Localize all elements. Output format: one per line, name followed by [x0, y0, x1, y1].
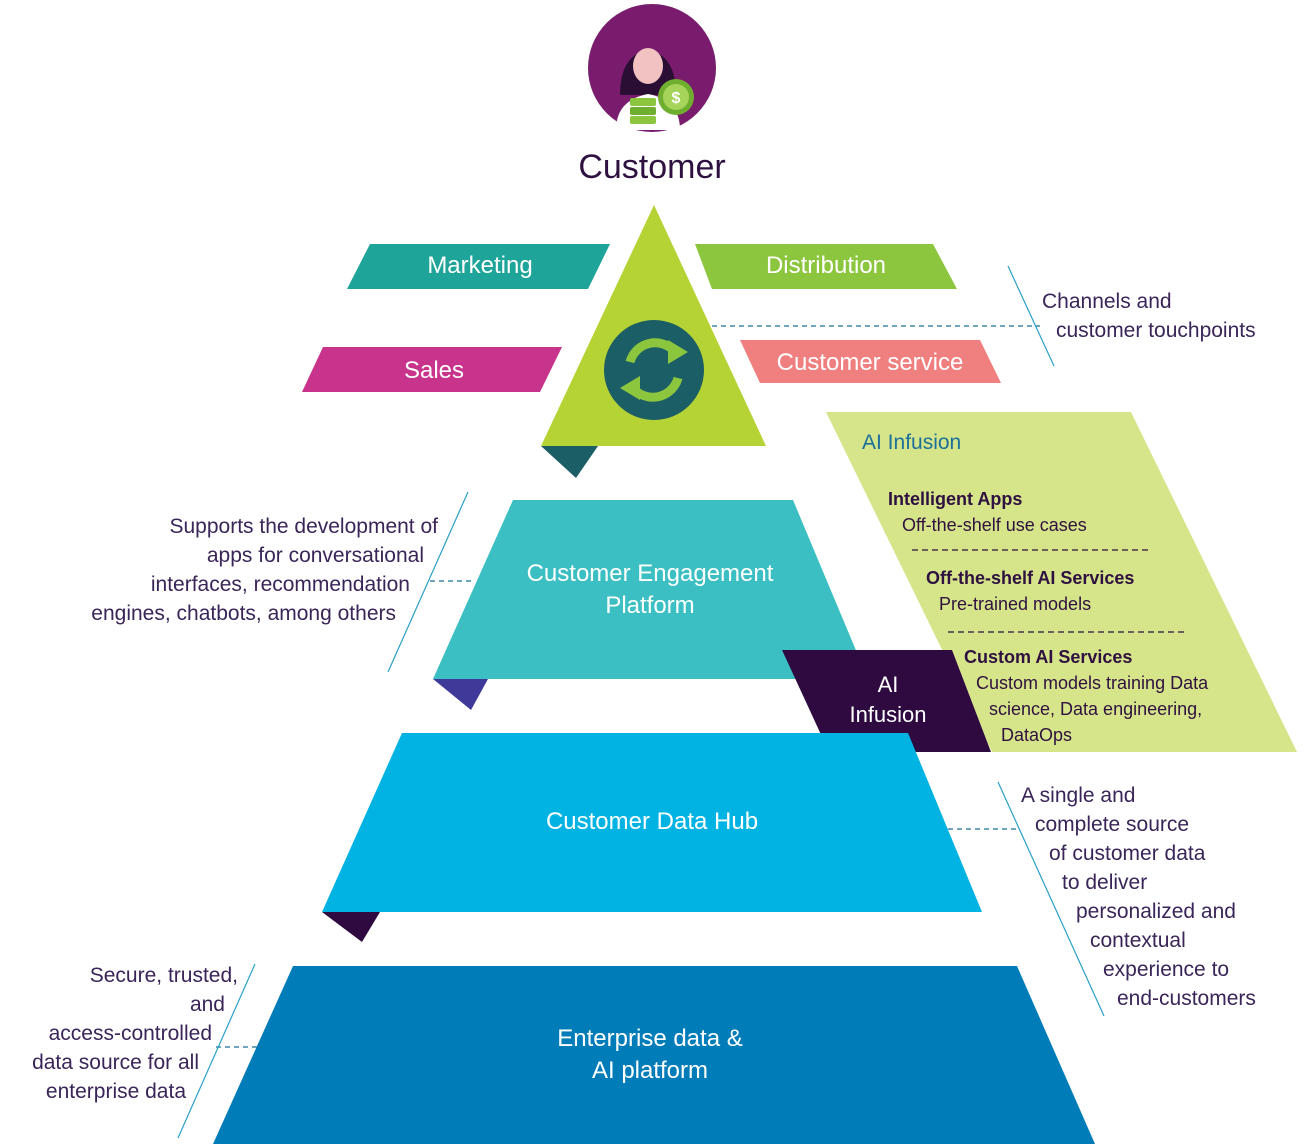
data-hub-label: Customer Data Hub — [545, 808, 759, 835]
distribution-label: Distribution — [765, 252, 887, 279]
customer-service-label: Customer service — [776, 349, 964, 376]
data-hub-layer — [322, 733, 982, 912]
channels-bracket — [1007, 265, 1055, 367]
data-hub-note-line: personalized and — [1076, 900, 1236, 923]
data-hub-note-line: contextual — [1090, 929, 1186, 952]
ai-item-heading: Intelligent Apps — [888, 489, 1023, 509]
data-hub-note: A single and complete source of customer… — [1021, 781, 1256, 1013]
refresh-icon — [604, 320, 704, 420]
data-hub-note-line: complete source — [1035, 813, 1190, 836]
distribution-banner — [695, 244, 957, 289]
data-hub-note-line: A single and — [1021, 784, 1136, 807]
engagement-label-2: Platform — [605, 592, 695, 619]
ai-infusion-panel — [826, 412, 1297, 752]
channels-note: Channels and customer touchpoints — [1042, 287, 1256, 345]
engagement-note-line: interfaces, recommendation — [150, 573, 410, 596]
data-hub-bracket — [997, 781, 1105, 1017]
engagement-note: Supports the development of apps for con… — [20, 512, 438, 628]
enterprise-note-line: and — [189, 993, 225, 1016]
engagement-note-line: Supports the development of — [169, 515, 438, 538]
customer-label: Customer — [578, 148, 726, 186]
engagement-fold — [433, 679, 488, 710]
data-hub-fold — [322, 912, 380, 942]
channels-note-line: Channels and — [1042, 290, 1172, 313]
data-hub-note-line: end-customers — [1117, 987, 1256, 1010]
data-hub-note-line: of customer data — [1049, 842, 1206, 865]
sales-banner — [302, 347, 562, 392]
enterprise-note: Secure, trusted, and access-controlled d… — [0, 961, 238, 1106]
triangle-fold — [541, 446, 598, 478]
ai-item-sub: science, Data engineering, — [989, 699, 1203, 719]
enterprise-note-line: access-controlled — [48, 1022, 212, 1045]
engagement-layer — [433, 500, 868, 679]
ai-badge-label-2: Infusion — [849, 702, 927, 727]
enterprise-label-1: Enterprise data & — [557, 1025, 743, 1052]
data-hub-note-line: experience to — [1103, 958, 1230, 981]
customer-service-banner — [740, 340, 1001, 383]
engagement-label-1: Customer Engagement — [526, 560, 774, 587]
ai-panel-title: AI Infusion — [862, 431, 962, 454]
ai-infusion-badge — [782, 650, 991, 752]
ai-item-sub: DataOps — [1001, 725, 1073, 745]
enterprise-label-2: AI platform — [591, 1057, 709, 1084]
sales-label: Sales — [403, 357, 465, 384]
marketing-label: Marketing — [427, 252, 533, 279]
ai-item-sub: Pre-trained models — [939, 594, 1092, 614]
enterprise-layer — [213, 966, 1095, 1144]
ai-badge-label-1: AI — [877, 672, 899, 697]
enterprise-note-line: enterprise data — [45, 1080, 186, 1103]
customer-avatar-icon: $ — [588, 4, 716, 132]
enterprise-bracket — [177, 963, 256, 1139]
ai-item-heading: Custom AI Services — [964, 647, 1133, 667]
svg-text:$: $ — [672, 90, 681, 107]
channels-note-line: customer touchpoints — [1056, 319, 1256, 342]
ai-item-sub: Off-the-shelf use cases — [902, 515, 1087, 535]
engagement-note-line: engines, chatbots, among others — [91, 602, 396, 625]
enterprise-note-line: data source for all — [32, 1051, 199, 1074]
marketing-banner — [347, 244, 610, 289]
ai-item-sub: Custom models training Data — [976, 673, 1209, 693]
data-hub-note-line: to deliver — [1062, 871, 1148, 894]
enterprise-note-line: Secure, trusted, — [89, 964, 238, 987]
engagement-bracket — [387, 491, 469, 673]
engagement-note-line: apps for conversational — [206, 544, 424, 567]
ai-item-heading: Off-the-shelf AI Services — [926, 568, 1135, 588]
